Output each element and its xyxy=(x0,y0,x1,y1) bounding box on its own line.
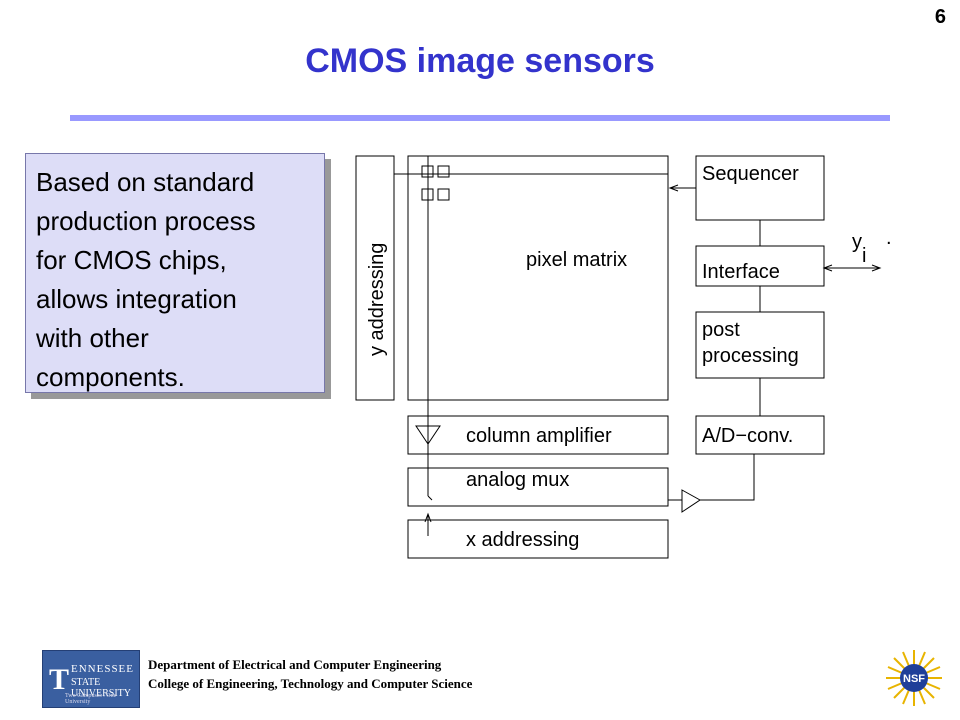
post-processing-label-line2: processing xyxy=(702,345,799,367)
text-line: for CMOS chips, xyxy=(36,245,227,275)
amplifier-symbol xyxy=(415,425,441,445)
ad-conv-label: A/D−conv. xyxy=(702,425,793,447)
logo-line3: Two Campuses . One University xyxy=(65,693,117,705)
description-text-box: Based on standard production process for… xyxy=(25,153,325,393)
io-arrow-right xyxy=(871,264,882,272)
text-line: components. xyxy=(36,362,185,392)
pixel-cell xyxy=(437,188,450,201)
x-addressing-label: x addressing xyxy=(466,529,579,551)
footer-department: Department of Electrical and Computer En… xyxy=(148,657,442,672)
output-buffer-symbol xyxy=(681,489,701,513)
ad-conv-block xyxy=(695,415,825,455)
cmos-sensor-diagram: y addressing pixel matrix column amplifi… xyxy=(355,155,892,559)
output-dot-label: . xyxy=(886,227,892,249)
output-i-label: i xyxy=(862,245,866,267)
footer-college: College of Engineering, Technology and C… xyxy=(148,676,473,691)
nsf-logo-text: NSF xyxy=(903,673,925,685)
x-addressing-block xyxy=(407,519,669,559)
sequencer-label: Sequencer xyxy=(702,163,799,185)
pixel-matrix-block xyxy=(407,155,669,401)
slide-number: 6 xyxy=(934,6,946,28)
text-line: with other xyxy=(36,323,149,353)
nsf-logo: NSF xyxy=(886,650,942,706)
mux-switch xyxy=(427,495,433,501)
y-addressing-block xyxy=(355,155,395,401)
logo-line1: ENNESSEE xyxy=(71,663,134,675)
pixel-cell xyxy=(437,165,450,178)
sequencer-arrow xyxy=(668,184,679,192)
y-addressing-label: y addressing xyxy=(366,243,388,356)
title-divider xyxy=(70,115,890,121)
text-line: allows integration xyxy=(36,284,237,314)
interface-label: Interface xyxy=(702,261,780,283)
analog-mux-label: analog mux xyxy=(466,469,569,491)
io-arrow-left xyxy=(822,264,833,272)
tsu-logo: T ENNESSEE STATE UNIVERSITY Two Campuses… xyxy=(42,650,140,708)
logo-letter: T xyxy=(49,663,70,696)
slide-title: CMOS image sensors xyxy=(305,42,655,80)
x-address-arrow xyxy=(424,512,432,523)
text-line: production process xyxy=(36,206,256,236)
analog-mux-block xyxy=(407,467,669,507)
pixel-matrix-label: pixel matrix xyxy=(526,249,627,271)
logo-line2: STATE UNIVERSITY xyxy=(71,677,131,699)
ad-input-line xyxy=(700,454,755,501)
post-processing-label-line1: post xyxy=(702,319,740,341)
text-line: Based on standard xyxy=(36,167,255,197)
column-amplifier-label: column amplifier xyxy=(466,425,612,447)
output-y-label: y xyxy=(852,231,862,253)
column-amplifier-block xyxy=(407,415,669,455)
